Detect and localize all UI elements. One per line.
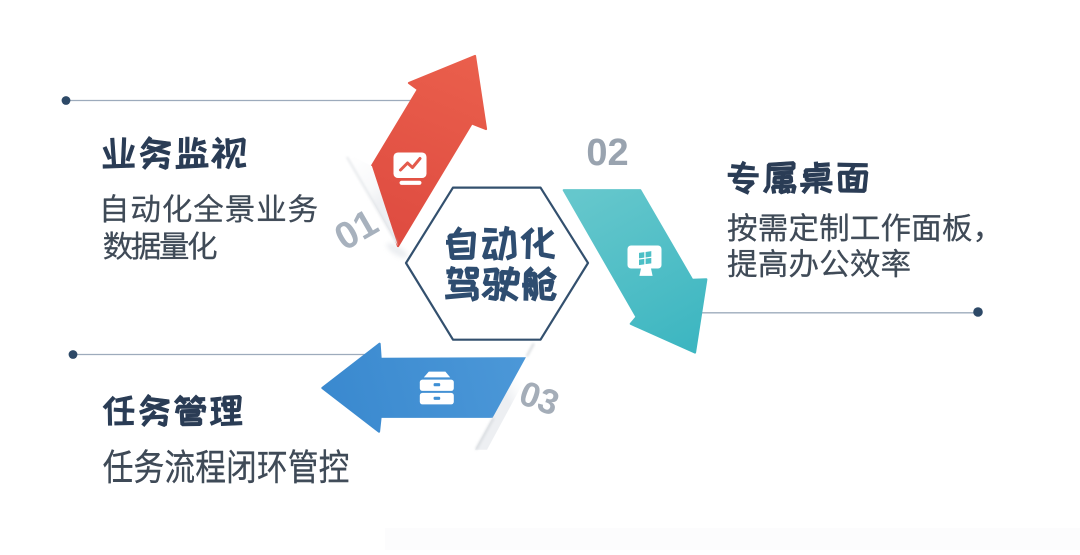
svg-text:02: 02 (586, 132, 628, 174)
